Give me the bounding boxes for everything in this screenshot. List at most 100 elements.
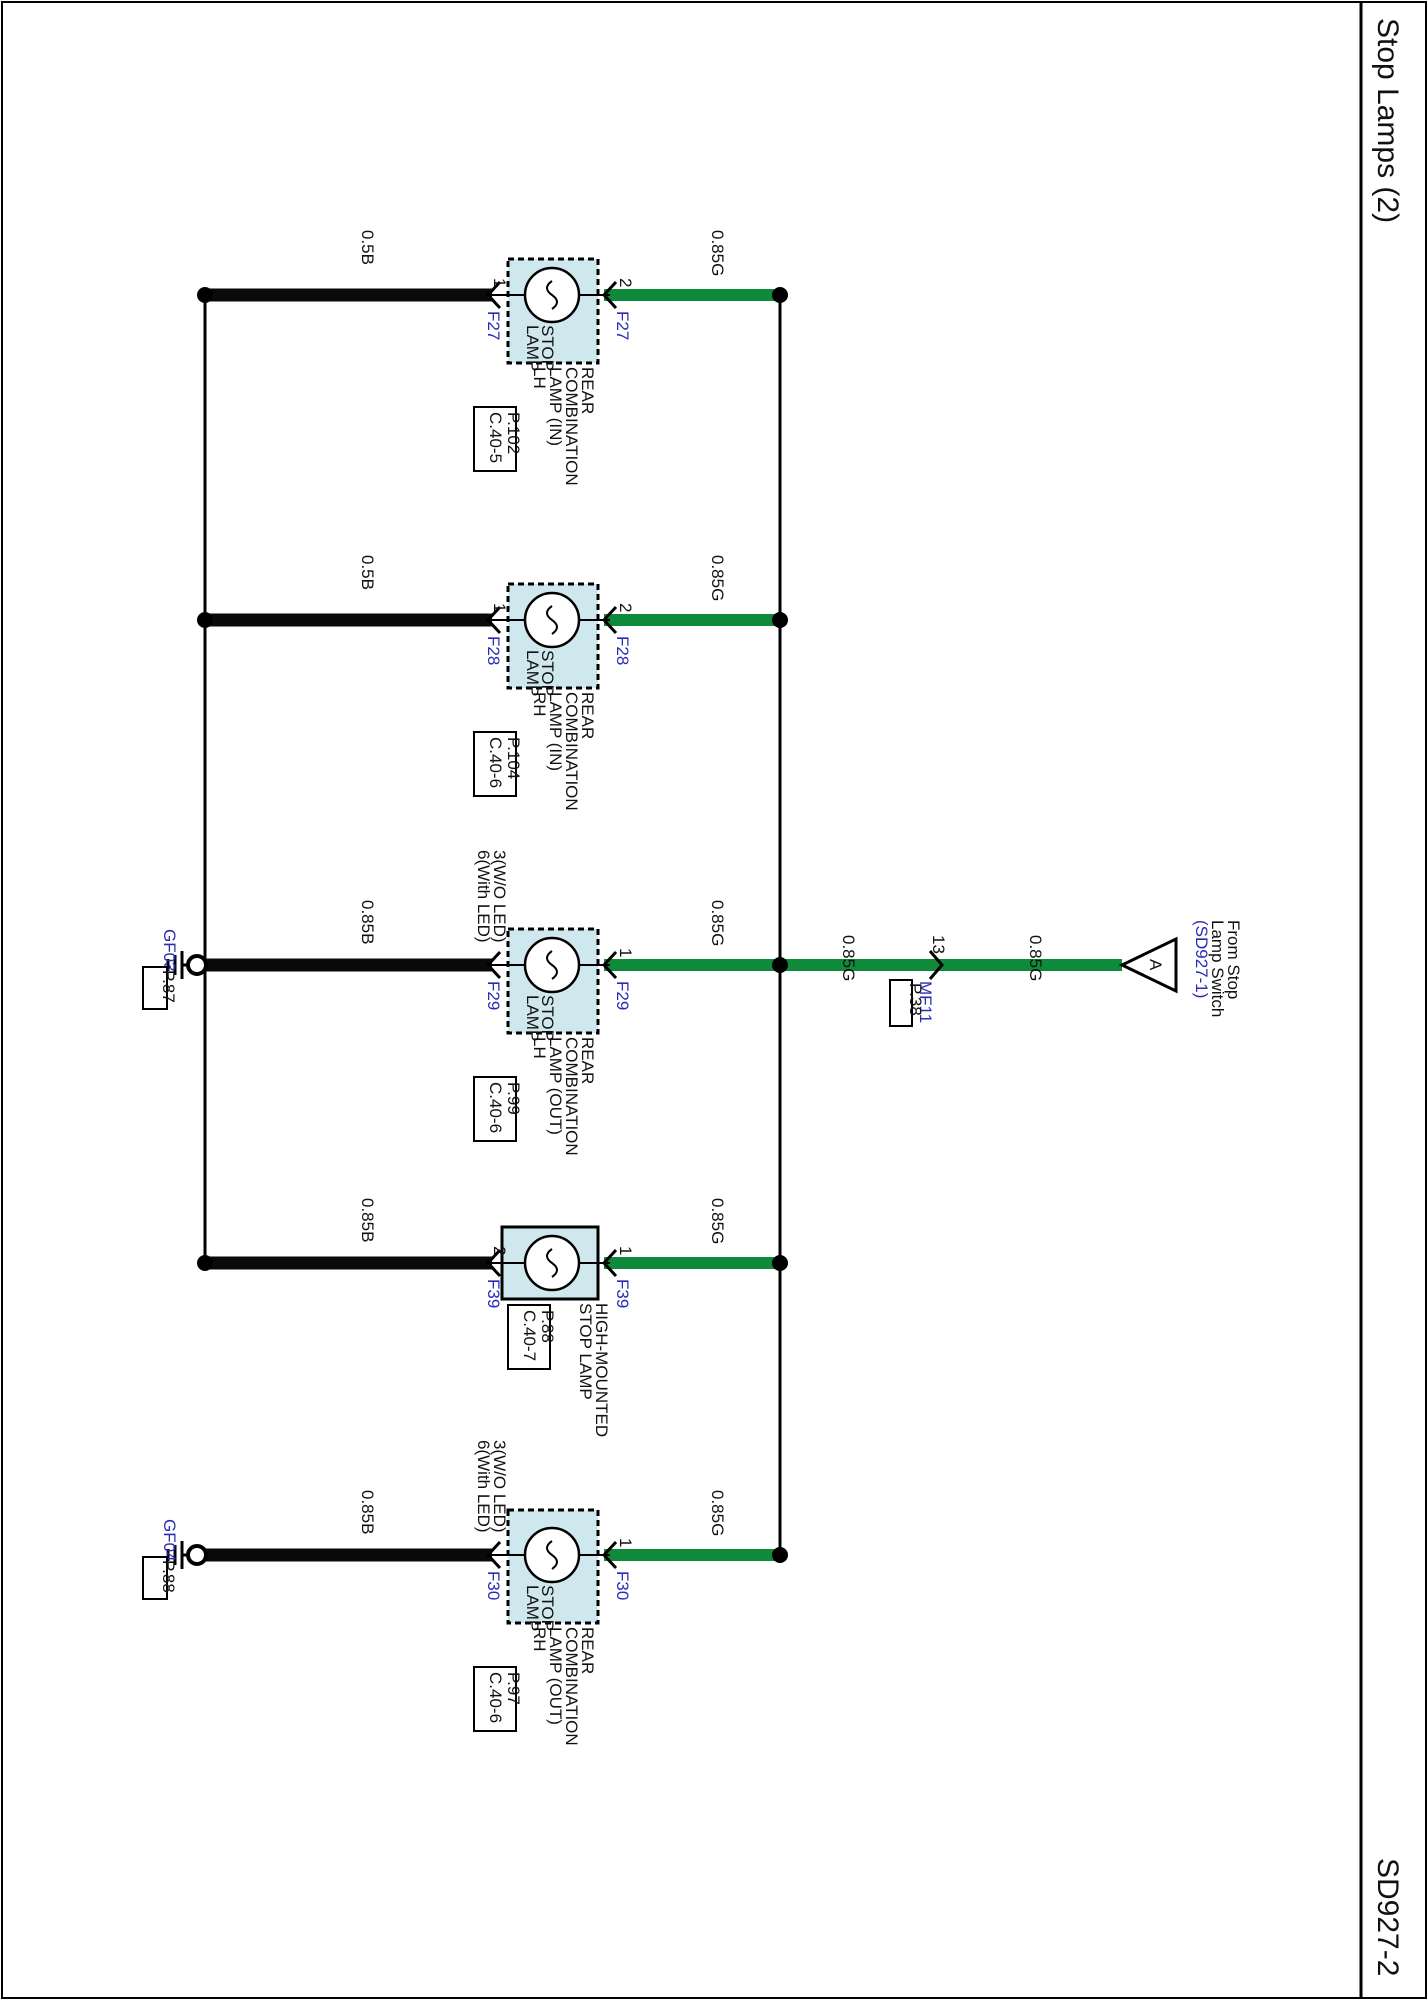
filament-icon-rcrh_out xyxy=(546,1540,558,1570)
conn-g-hmsl: F39 xyxy=(613,1279,632,1308)
desc-line-4-rclh_in: LH xyxy=(530,367,549,389)
desc-line-2-rclh_in: COMBINATION xyxy=(562,367,581,486)
junction-dot-rcrh_out xyxy=(772,1547,788,1563)
source-connector-letter: A xyxy=(1146,959,1165,971)
page-ref-hmsl: P.88 xyxy=(538,1310,557,1343)
ground-terminal-rclh_out xyxy=(186,954,208,976)
connector-arrow-b-rclh_in xyxy=(485,280,502,310)
page-code: SD927-2 xyxy=(1371,1858,1404,1976)
desc-line-3-rclh_out: LAMP (OUT) xyxy=(546,1037,565,1135)
conn-g-rclh_in: F27 xyxy=(613,311,632,340)
filament-icon-hmsl xyxy=(546,1248,558,1278)
pin-b-line2-rclh_out: 6(With LED) xyxy=(474,850,493,943)
desc-line-1-rcrh_in: REAR xyxy=(578,692,597,739)
wire-gauge-b-hmsl: 0.85B xyxy=(358,1198,377,1242)
desc-line-1-hmsl: HIGH-MOUNTED xyxy=(592,1303,611,1437)
loc-ref-hmsl: C.40-7 xyxy=(520,1310,539,1361)
connector-arrow-b-hmsl xyxy=(485,1248,502,1278)
ref-box-rclh_in xyxy=(473,406,517,472)
conn-b-rcrh_out: F30 xyxy=(484,1571,503,1600)
pin-b-line1-rcrh_out: 3(W/O LED) xyxy=(490,1440,509,1533)
wire-gauge-g-hmsl: 0.85G xyxy=(708,1198,727,1244)
wire-gauge-g-rcrh_in: 0.85G xyxy=(708,555,727,601)
wire-gauge-g-rclh_out: 0.85G xyxy=(708,900,727,946)
lamp-label-line1-rclh_in: STOP xyxy=(538,325,557,371)
desc-line-4-rcrh_out: RH xyxy=(530,1627,549,1652)
lamp-label-line2-rclh_out: LAMP xyxy=(523,995,542,1041)
pin-g-rclh_out: 1 xyxy=(616,948,635,957)
pin-b-rclh_in: 1 xyxy=(490,278,509,287)
ground-bus-dot-rcrh_in xyxy=(197,612,213,628)
page-ref-rclh_out: P.99 xyxy=(504,1082,523,1115)
conn-b-rclh_out: F29 xyxy=(484,981,503,1010)
junction-dot xyxy=(772,957,788,973)
loc-ref-rcrh_in: C.40-6 xyxy=(486,737,505,788)
ground-bus-dot-hmsl xyxy=(197,1255,213,1271)
lamp-label-line1-rcrh_in: STOP xyxy=(538,650,557,696)
ref-box-rcrh_out xyxy=(473,1666,517,1732)
source-pin-number: 13 xyxy=(929,935,948,954)
page-ref-rcrh_in: P.104 xyxy=(504,737,523,779)
page-title: Stop Lamps (2) xyxy=(1371,18,1404,223)
desc-line-1-rcrh_out: REAR xyxy=(578,1627,597,1674)
ref-box-rclh_out xyxy=(473,1076,517,1142)
desc-line-2-rcrh_in: COMBINATION xyxy=(562,692,581,811)
conn-g-rcrh_out: F30 xyxy=(613,1571,632,1600)
ground-bus-dot-rclh_in xyxy=(197,287,213,303)
desc-line-2-rclh_out: COMBINATION xyxy=(562,1037,581,1156)
wire-gauge-b-rclh_in: 0.5B xyxy=(358,230,377,265)
desc-line-2-hmsl: STOP LAMP xyxy=(576,1303,595,1400)
lamp-label-line1-rcrh_out: STOP xyxy=(538,1585,557,1631)
ground-page-ref-rcrh_out: P.88 xyxy=(159,1560,178,1593)
pin-g-rcrh_in: 2 xyxy=(616,603,635,612)
pin-b-hmsl: 2 xyxy=(490,1246,509,1255)
connector-arrow-g-rcrh_out xyxy=(601,1540,618,1570)
junction-dot-rclh_in xyxy=(772,287,788,303)
pin-b-line1-rclh_out: 3(W/O LED) xyxy=(490,850,509,943)
lamp-label-line2-rcrh_out: LAMP xyxy=(523,1585,542,1631)
ground-name-rclh_out: GF03 xyxy=(160,929,179,972)
ref-box-rcrh_in xyxy=(473,731,517,797)
pin-b-line2-rcrh_out: 6(With LED) xyxy=(474,1440,493,1533)
loc-ref-rcrh_out: C.40-6 xyxy=(486,1672,505,1723)
ref-box-hmsl xyxy=(507,1304,551,1370)
lamp-label-line2-rclh_in: LAMP xyxy=(523,325,542,371)
loc-ref-rclh_in: C.40-5 xyxy=(486,412,505,463)
conn-g-rcrh_in: F28 xyxy=(613,636,632,665)
connector-arrow-g-hmsl xyxy=(601,1248,618,1278)
desc-line-1-rclh_out: REAR xyxy=(578,1037,597,1084)
source-label-ref: (SD927-1) xyxy=(1192,920,1211,998)
pin-g-rclh_in: 2 xyxy=(616,278,635,287)
junction-wire-gauge: 0.85G xyxy=(839,935,858,981)
connector-arrow-b-rcrh_out xyxy=(485,1540,502,1570)
desc-line-3-rcrh_out: LAMP (OUT) xyxy=(546,1627,565,1725)
ground-ref-box-rclh_out xyxy=(142,966,168,1010)
pin-g-rcrh_out: 1 xyxy=(616,1538,635,1547)
conn-g-rclh_out: F29 xyxy=(613,981,632,1010)
source-connector-triangle xyxy=(1118,936,1178,994)
desc-line-4-rcrh_in: RH xyxy=(530,692,549,717)
wire-gauge-b-rcrh_in: 0.5B xyxy=(358,555,377,590)
source-connector-arrow xyxy=(928,950,944,980)
conn-b-hmsl: F39 xyxy=(484,1279,503,1308)
source-connector-name: MF11 xyxy=(916,981,935,1023)
junction-dot-hmsl xyxy=(772,1255,788,1271)
desc-line-2-rcrh_out: COMBINATION xyxy=(562,1627,581,1746)
ground-page-ref-rclh_out: P.87 xyxy=(159,970,178,1003)
source-wire-gauge: 0.85G xyxy=(1026,935,1045,981)
connector-arrow-g-rclh_in xyxy=(601,280,618,310)
source-page-ref: P.38 xyxy=(906,983,925,1016)
source-page-ref-box xyxy=(889,979,913,1027)
ground-terminal-rcrh_out xyxy=(186,1544,208,1566)
connector-arrow-g-rcrh_in xyxy=(601,605,618,635)
conn-b-rclh_in: F27 xyxy=(484,311,503,340)
wire-gauge-b-rcrh_out: 0.85B xyxy=(358,1490,377,1534)
filament-icon-rclh_out xyxy=(546,950,558,980)
connector-arrow-g-rclh_out xyxy=(601,950,618,980)
pin-g-hmsl: 1 xyxy=(616,1246,635,1255)
source-label-line1: From Stop xyxy=(1224,920,1243,999)
lamp-label-line1-rclh_out: STOP xyxy=(538,995,557,1041)
